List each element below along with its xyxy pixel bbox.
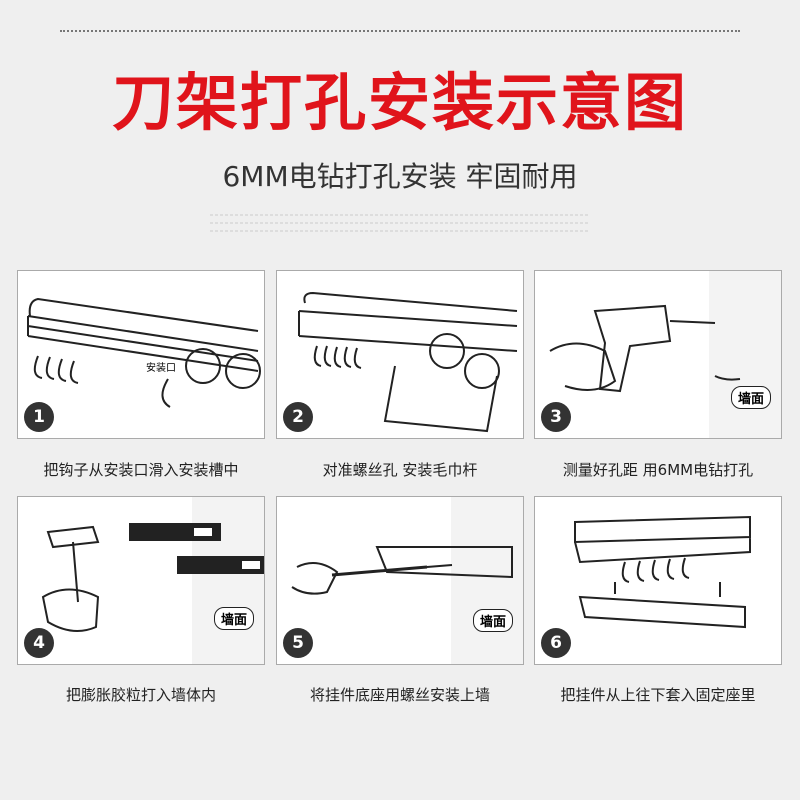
wall-label: 墙面	[472, 609, 513, 632]
step-1-caption: 把钩子从安装口滑入安装槽中	[43, 461, 239, 479]
fine-print-decoration	[210, 214, 590, 236]
step-2-panel: 2	[276, 270, 524, 439]
wall-label: 墙面	[730, 386, 771, 409]
step-number-badge: 3	[541, 402, 571, 432]
step-5-caption: 将挂件底座用螺丝安装上墙	[309, 686, 490, 704]
step-number-badge: 5	[283, 628, 313, 658]
dotted-divider	[60, 30, 740, 32]
mount-rack-illustration	[574, 515, 751, 629]
step-number-badge: 2	[283, 402, 313, 432]
step-2-caption: 对准螺丝孔 安装毛巾杆	[322, 461, 478, 479]
step-1-panel: 安装口 1	[17, 270, 265, 439]
step-4-panel: 墙面 4	[17, 496, 265, 665]
step-number-badge: 1	[24, 402, 54, 432]
install-slot-label: 安装口	[146, 363, 176, 374]
subtitle: 6MM电钻打孔安装 牢固耐用	[222, 160, 578, 193]
wall-label: 墙面	[213, 607, 254, 630]
step-number-badge: 4	[24, 628, 54, 658]
step-6-caption: 把挂件从上往下套入固定座里	[560, 686, 756, 704]
rack-hooks-illustration	[27, 297, 261, 408]
hammer-anchor-illustration	[41, 523, 264, 632]
step-3-caption: 测量好孔距 用6MM电钻打孔	[562, 461, 754, 479]
step-5-panel: 墙面 5	[276, 496, 524, 665]
page-title: 刀架打孔安装示意图	[111, 66, 688, 139]
step-4-caption: 把膨胀胶粒打入墙体内	[65, 686, 216, 704]
step-6-panel: 6	[534, 496, 782, 665]
step-number-badge: 6	[541, 628, 571, 658]
drill-illustration	[549, 304, 741, 393]
step-3-panel: 墙面 3	[534, 270, 782, 439]
towel-bar-illustration	[298, 291, 518, 433]
screwdriver-illustration	[291, 546, 513, 595]
wall-surface	[709, 271, 781, 438]
wall-surface	[451, 497, 523, 664]
